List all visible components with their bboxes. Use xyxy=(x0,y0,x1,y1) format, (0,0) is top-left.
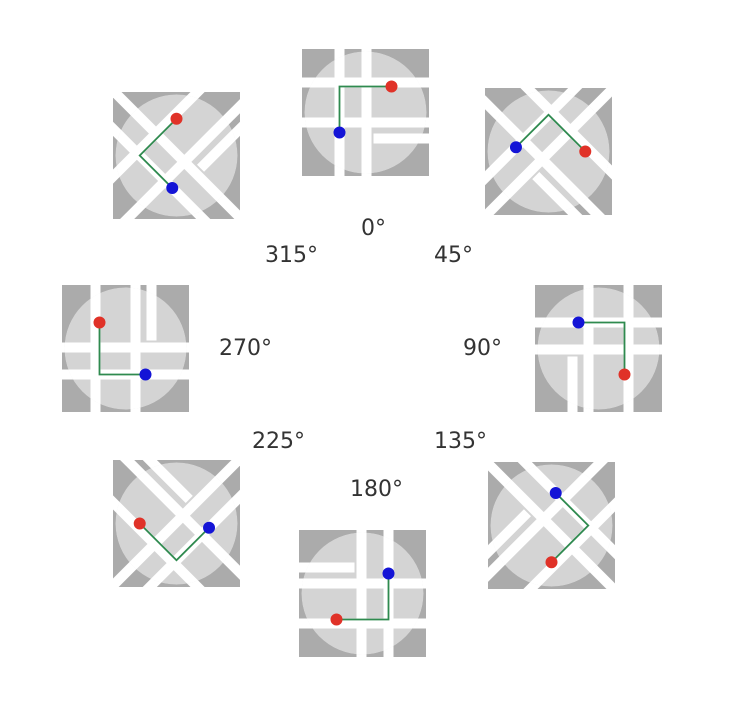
road-horizontal-top-inner xyxy=(90,287,101,410)
end-point-red xyxy=(579,145,592,158)
road-horizontal-top-inner xyxy=(495,88,612,205)
road-horizontal-mid-inner xyxy=(130,287,141,410)
road-horizontal-mid-inner xyxy=(113,460,240,587)
road-vertical-right-inner xyxy=(485,88,612,215)
angle-label-180: 180° xyxy=(350,477,403,502)
map-tile-0 xyxy=(302,49,429,176)
angle-label-45: 45° xyxy=(434,243,473,268)
end-point-red xyxy=(385,80,398,93)
rotated-map xyxy=(113,92,240,219)
start-point-blue xyxy=(333,126,346,139)
map-tile-90 xyxy=(535,285,662,412)
road-horizontal-mid-inner xyxy=(301,578,424,589)
map-tile-225 xyxy=(113,460,240,587)
road-horizontal-top-inner xyxy=(113,92,230,209)
road-vertical-right-inner xyxy=(64,342,187,353)
route-line xyxy=(338,85,392,133)
road-horizontal-top-inner xyxy=(623,287,634,410)
road-vertical-right-inner xyxy=(356,532,367,655)
rotated-map xyxy=(488,462,615,589)
route-line xyxy=(336,573,390,621)
map-tile-135 xyxy=(488,462,615,589)
map-tile-45 xyxy=(485,88,612,215)
map-tile-270 xyxy=(62,285,189,412)
start-point-blue xyxy=(139,368,152,381)
road-horizontal-mid-inner xyxy=(485,88,612,215)
end-point-red xyxy=(133,517,146,530)
start-point-blue xyxy=(166,182,179,195)
rotated-map xyxy=(535,285,662,412)
angle-label-90: 90° xyxy=(463,336,502,361)
end-point-red xyxy=(330,613,343,626)
route-line xyxy=(98,322,146,376)
road-horizontal-low-right-inner xyxy=(301,562,355,573)
route-line xyxy=(515,113,586,153)
end-point-red xyxy=(170,112,183,125)
rotated-map xyxy=(113,460,240,587)
angle-label-270: 270° xyxy=(219,336,272,361)
road-horizontal-low-right-inner xyxy=(373,133,427,144)
route-line xyxy=(138,118,178,189)
road-vertical-right-inner xyxy=(537,344,660,355)
road-horizontal-mid-inner xyxy=(304,117,427,128)
road-vertical-right-inner xyxy=(488,462,615,589)
map-tile-315 xyxy=(113,92,240,219)
route-line xyxy=(550,492,590,563)
road-horizontal-mid-inner xyxy=(583,287,594,410)
start-point-blue xyxy=(549,486,562,499)
road-horizontal-mid-inner xyxy=(113,92,240,219)
route-line xyxy=(139,522,210,562)
road-vertical-right-inner xyxy=(361,51,372,174)
angle-label-225: 225° xyxy=(252,429,305,454)
end-point-red xyxy=(93,316,106,329)
rotated-map xyxy=(302,49,429,176)
road-horizontal-top-inner xyxy=(498,472,615,589)
road-horizontal-top-inner xyxy=(113,470,230,587)
road-vertical-right-inner xyxy=(113,92,240,219)
start-point-blue xyxy=(572,316,585,329)
road-horizontal-mid-inner xyxy=(488,462,615,589)
route-line xyxy=(578,321,626,375)
start-point-blue xyxy=(509,141,522,154)
angle-label-135: 135° xyxy=(434,429,487,454)
start-point-blue xyxy=(203,521,216,534)
rotated-map xyxy=(485,88,612,215)
rotated-map xyxy=(62,285,189,412)
end-point-red xyxy=(618,368,631,381)
angle-label-315: 315° xyxy=(265,243,318,268)
rotated-map xyxy=(299,530,426,657)
start-point-blue xyxy=(382,567,395,580)
road-horizontal-top-inner xyxy=(301,618,424,629)
map-tile-180 xyxy=(299,530,426,657)
end-point-red xyxy=(545,556,558,569)
road-horizontal-top-inner xyxy=(304,77,427,88)
angle-label-0: 0° xyxy=(361,216,386,241)
road-vertical-right-inner xyxy=(113,460,240,587)
